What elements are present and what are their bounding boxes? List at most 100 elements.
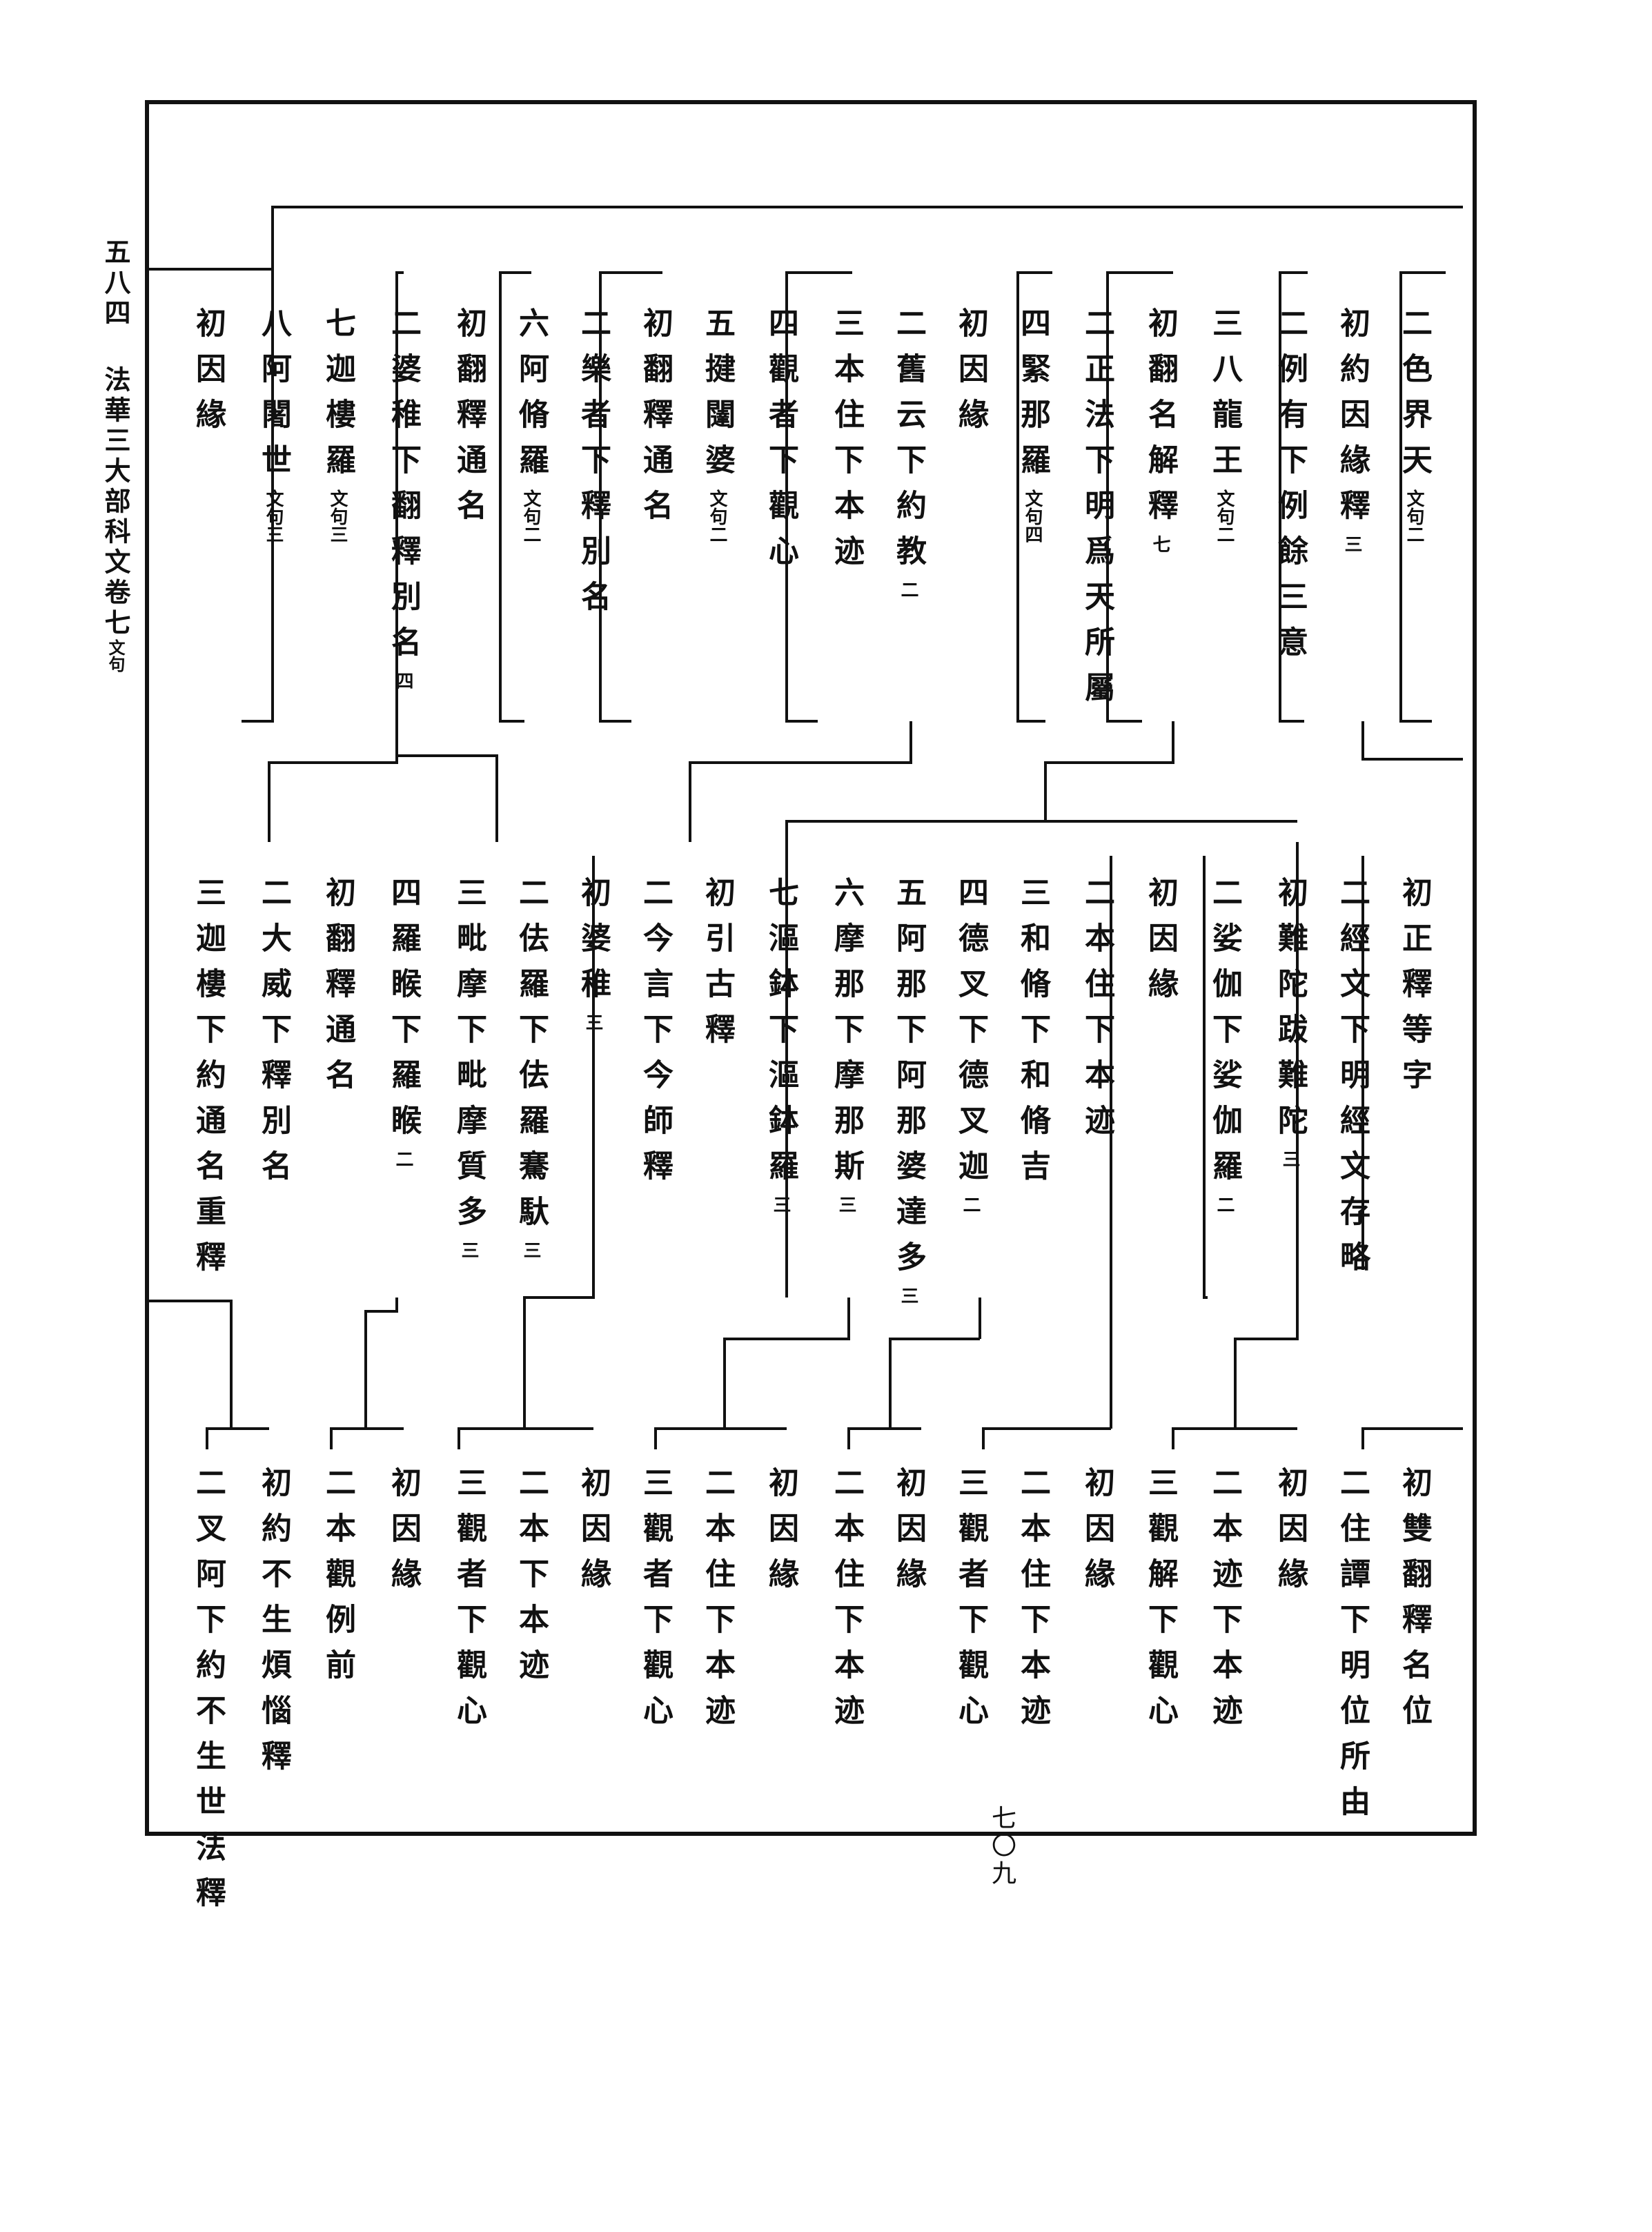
entry-text: 五阿那下阿那婆達多: [891, 877, 926, 1286]
outline-entry: 二例有下例餘三意: [1270, 307, 1310, 672]
entry-text: 二叉阿下約不生世法釋: [190, 1467, 226, 1922]
entry-text: 二本觀例前: [320, 1467, 355, 1694]
entry-text: 初婆稚: [576, 877, 611, 1013]
bracket-line: [499, 271, 531, 723]
entry-text: 初因緣: [1272, 1467, 1308, 1603]
entry-text: 三觀者下觀心: [953, 1467, 988, 1740]
outline-entry: 初雙翻釋名位: [1394, 1467, 1434, 1740]
entry-text: 三觀者下觀心: [451, 1467, 486, 1740]
bracket-line: [1361, 1427, 1463, 1449]
bracket-line: [1203, 856, 1208, 1299]
book-title-note: 文句: [106, 639, 126, 672]
outline-entry: 四德叉下德叉迦二: [950, 877, 990, 1213]
entry-text: 二佉羅下佉羅騫馱: [513, 877, 549, 1241]
outline-entry: 七迦樓羅文句三: [317, 307, 357, 543]
entry-text: 三八龍王: [1207, 307, 1242, 489]
entry-text: 五揵闥婆: [700, 307, 735, 489]
entry-text: 初引古釋: [700, 877, 735, 1059]
entry-note: 文句三: [327, 489, 348, 543]
outline-entry: 初因緣: [888, 1467, 928, 1603]
bracket-line: [523, 856, 595, 1429]
entry-note: 文句三: [263, 489, 284, 543]
outline-entry: 二經文下明經文存略: [1332, 877, 1372, 1286]
entry-text: 二今言下今師釋: [638, 877, 673, 1195]
outline-entry: 初婆稚三: [573, 877, 613, 1031]
entry-text: 二舊云下約教: [891, 307, 926, 580]
entry-text: 二樂者下釋別名: [576, 307, 611, 626]
entry-text: 二本迹下本迹: [1207, 1467, 1242, 1740]
bracket-line: [1279, 271, 1308, 723]
entry-text: 四緊那羅: [1015, 307, 1050, 489]
bracket-line: [1016, 271, 1052, 723]
entry-text: 初因緣: [763, 1467, 798, 1603]
outline-entry: 初引古釋: [697, 877, 737, 1059]
bracket-line: [1172, 1427, 1297, 1449]
entry-note: 文句二: [520, 489, 541, 543]
entry-text: 四羅睺下羅睺: [386, 877, 421, 1150]
outline-entry: 二樂者下釋別名: [573, 307, 613, 626]
entry-text: 二住譚下明位所由: [1335, 1467, 1370, 1831]
entry-text: 三迦樓下約通名重釋: [190, 877, 226, 1286]
entry-text: 二本住下本迹: [1079, 877, 1114, 1150]
bracket-line: [1044, 721, 1174, 821]
entry-text: 初翻名解釋: [1143, 307, 1178, 535]
margin-book-title: 法華三大部科文卷七文句: [97, 366, 135, 672]
outline-entry: 二正法下明爲天所屬: [1076, 307, 1117, 717]
outline-entry: 三觀者下觀心: [635, 1467, 675, 1740]
bracket-line: [723, 1298, 850, 1429]
bracket-line: [785, 820, 1297, 842]
outline-entry: 初翻釋通名: [635, 307, 675, 535]
page-number: 七〇九: [987, 1805, 1016, 1888]
entry-note: 三: [1279, 1150, 1300, 1168]
entry-text: 初因緣: [953, 307, 988, 444]
outline-entry: 二本住下本迹: [697, 1467, 737, 1740]
entry-note: 文句二: [707, 489, 727, 543]
outline-entry: 三觀者下觀心: [449, 1467, 489, 1740]
entry-text: 六阿脩羅: [513, 307, 549, 489]
bracket-line: [206, 1427, 269, 1449]
outline-entry: 三迦樓下約通名重釋: [188, 877, 228, 1286]
entry-note: 三: [836, 1195, 856, 1213]
outline-entry: 三八龍王文句二: [1204, 307, 1244, 543]
entry-text: 二正法下明爲天所屬: [1079, 307, 1114, 717]
outline-entry: 三毗摩下毗摩質多三: [449, 877, 489, 1259]
outline-entry: 五阿那下阿那婆達多三: [888, 877, 928, 1304]
bracket-line: [1106, 271, 1173, 723]
bracket-line: [982, 1427, 1111, 1449]
bracket-line: [1234, 842, 1299, 1429]
entry-text: 初因緣: [1143, 877, 1178, 1013]
entry-note: 文句四: [1022, 489, 1043, 543]
outline-entry: 三和脩下和脩吉: [1012, 877, 1052, 1195]
entry-text: 二本住下本迹: [829, 1467, 864, 1740]
entry-text: 初因緣: [891, 1467, 926, 1603]
outline-entry: 四羅睺下羅睺二: [383, 877, 423, 1168]
entry-text: 初難陀跋難陀: [1272, 877, 1308, 1150]
entry-text: 二婆稚下翻釋別名: [386, 307, 421, 672]
outline-entry: 初因緣: [950, 307, 990, 444]
page-label: 五八四: [100, 238, 131, 329]
entry-text: 七漚鉢下漚鉢羅: [763, 877, 798, 1195]
outline-entry: 初約因緣釋三: [1332, 307, 1372, 553]
margin-title: 五八四: [97, 238, 135, 329]
outline-entry: 二本住下本迹: [1076, 877, 1117, 1150]
outline-entry: 三本住下本迹: [826, 307, 866, 580]
entry-text: 二大威下釋別名: [256, 877, 291, 1195]
outline-entry: 三觀者下觀心: [950, 1467, 990, 1740]
entry-text: 初約因緣釋: [1335, 307, 1370, 535]
entry-text: 六摩那下摩那斯: [829, 877, 864, 1195]
entry-note: 三: [1341, 535, 1362, 553]
bracket-line: [458, 1427, 593, 1449]
bracket-line: [599, 271, 662, 723]
entry-text: 初因緣: [576, 1467, 611, 1603]
entry-text: 三毗摩下毗摩質多: [451, 877, 486, 1241]
page-border: [145, 100, 1477, 1836]
outline-entry: 初因緣: [573, 1467, 613, 1603]
bracket-line: [1399, 271, 1446, 723]
outline-entry: 二大威下釋別名: [253, 877, 293, 1195]
outline-entry: 初翻名解釋七: [1140, 307, 1180, 553]
entry-note: 二: [393, 1150, 413, 1168]
entry-text: 二本住下本迹: [1015, 1467, 1050, 1740]
outline-entry: 初因緣: [188, 307, 228, 444]
entry-text: 初翻釋通名: [638, 307, 673, 535]
